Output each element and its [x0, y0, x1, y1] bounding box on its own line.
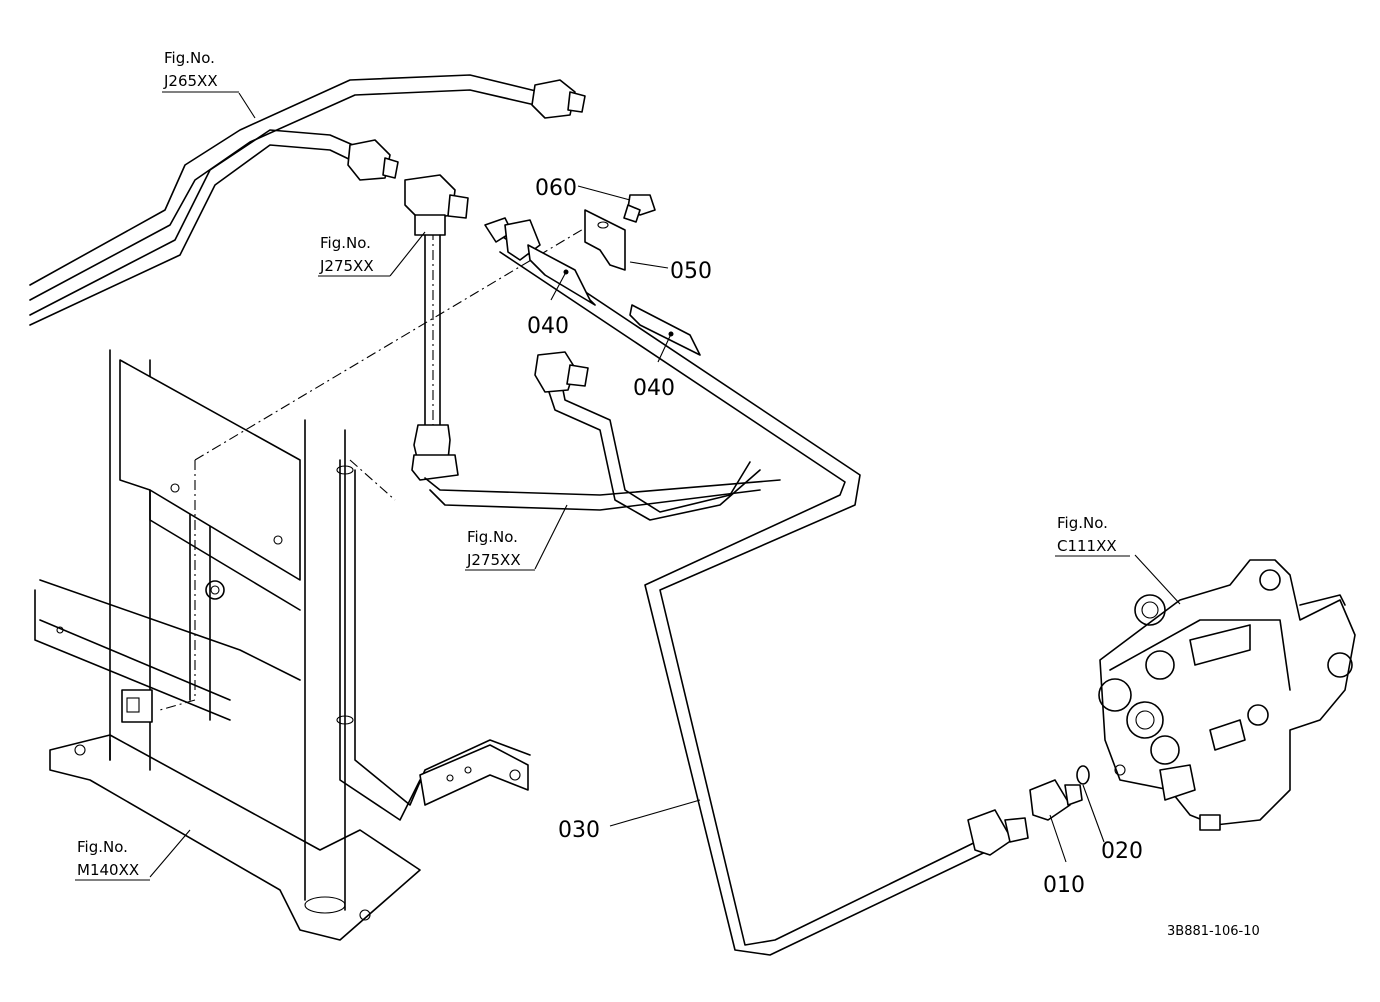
fig-ref-title: Fig.No. — [1057, 514, 1108, 532]
construction-lines — [159, 224, 591, 711]
callout-060: 060 — [535, 176, 577, 201]
fig-ref-code: J275XX — [466, 551, 521, 569]
clamp-050 — [584, 209, 626, 271]
fig-ref-j265xx: Fig.No. J265XX — [162, 49, 239, 93]
frame-structure — [34, 349, 421, 941]
pipe-030 — [484, 217, 1029, 956]
fig-ref-code: J275XX — [319, 257, 374, 275]
fig-ref-title: Fig.No. — [164, 49, 215, 67]
fig-ref-j275xx-upper: Fig.No. J275XX — [318, 234, 390, 277]
callout-040-lower: 040 — [633, 376, 675, 401]
fig-ref-m140xx: Fig.No. M140XX — [75, 838, 150, 881]
fig-ref-c111xx: Fig.No. C111XX — [1055, 514, 1130, 557]
callout-030: 030 — [558, 818, 600, 843]
drawing-code: 3B881-106-10 — [1167, 924, 1260, 939]
bolt-060 — [623, 194, 656, 223]
fig-ref-j275xx-lower: Fig.No. J275XX — [465, 528, 535, 571]
fig-ref-code: M140XX — [77, 861, 139, 879]
fig-ref-code: J265XX — [163, 72, 218, 90]
elbow-fitting — [404, 174, 469, 481]
upper-pipes — [29, 74, 586, 326]
fig-ref-code: C111XX — [1057, 537, 1117, 555]
fig-ref-title: Fig.No. — [467, 528, 518, 546]
callout-020: 020 — [1101, 839, 1143, 864]
callout-010: 010 — [1043, 873, 1085, 898]
fig-ref-title: Fig.No. — [77, 838, 128, 856]
o-ring-020 — [1076, 765, 1090, 785]
callout-040-upper: 040 — [527, 314, 569, 339]
lower-pipes — [424, 351, 781, 521]
leader-lines — [149, 92, 1181, 878]
callout-050: 050 — [670, 259, 712, 284]
control-valve — [1098, 559, 1356, 831]
mounting-bracket — [336, 459, 531, 821]
adaptor-010 — [1029, 779, 1083, 821]
fig-ref-title: Fig.No. — [320, 234, 371, 252]
